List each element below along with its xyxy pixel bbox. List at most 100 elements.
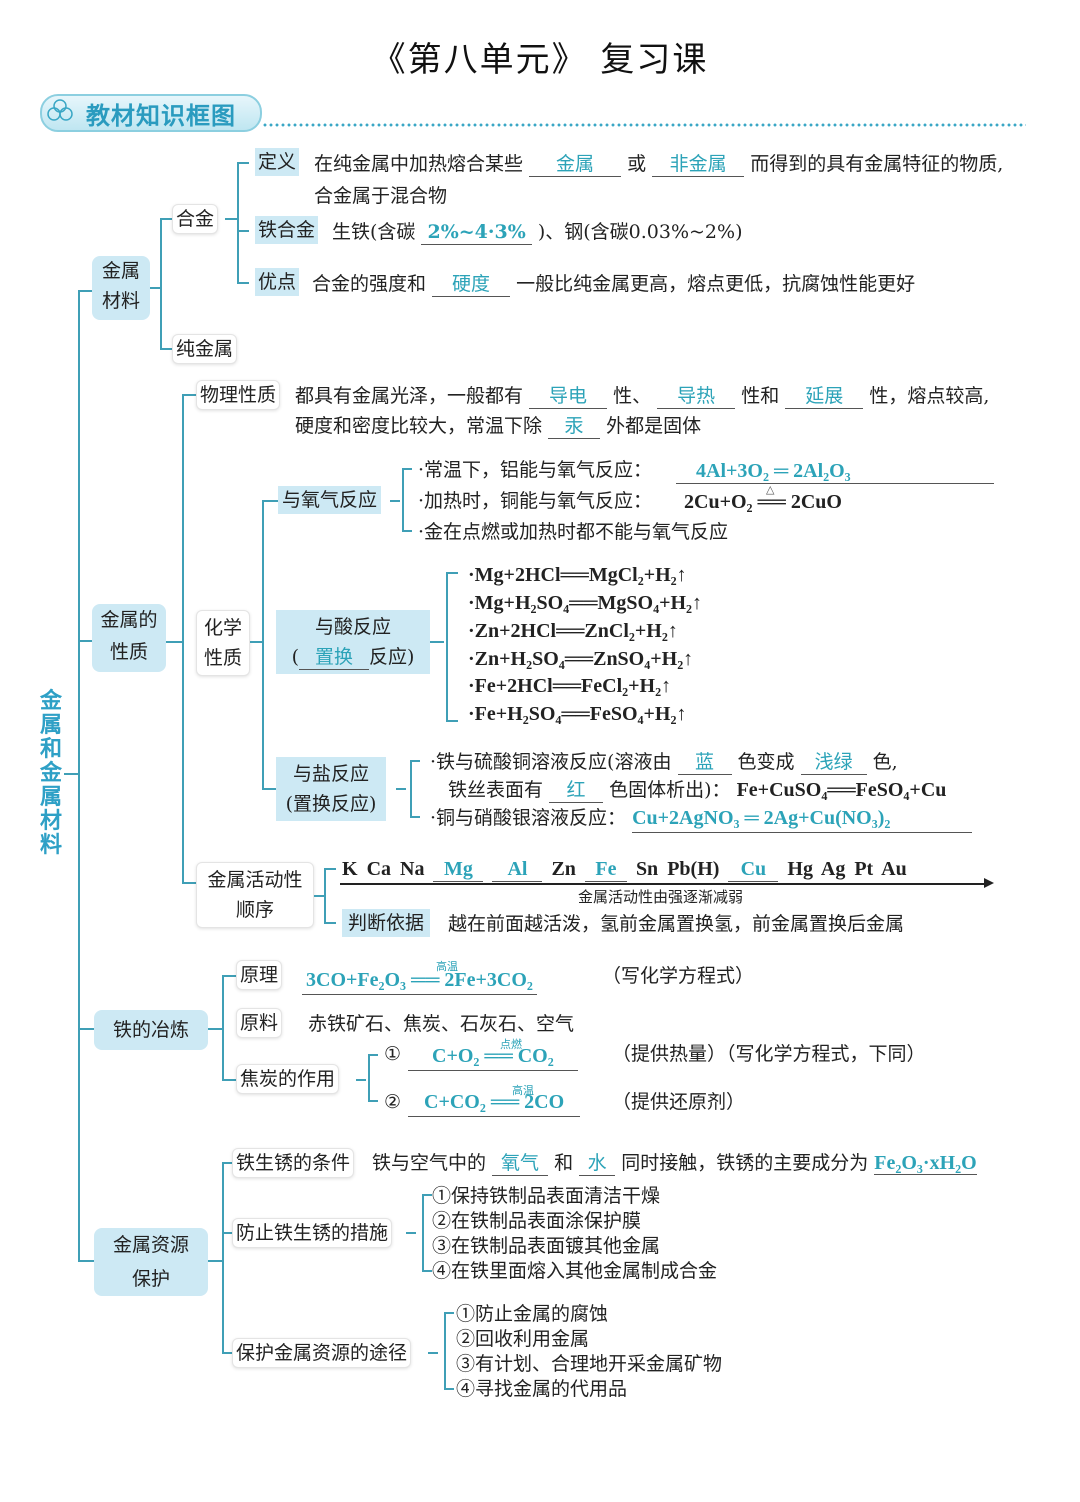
connector xyxy=(182,882,196,884)
principle-eq: 3CO+Fe₂O₃ ══ 2Fe+3CO₂ xyxy=(302,966,537,995)
bracket xyxy=(444,1312,446,1390)
ways-item: ①防止金属的腐蚀 xyxy=(456,1303,609,1325)
node-metal-materials: 金属 材料 xyxy=(92,256,150,320)
arrow-label: 金属活动性由强逐渐减弱 xyxy=(578,888,744,906)
text: ·铁与硫酸铜溶液反应(溶液由 xyxy=(430,751,672,773)
bracket xyxy=(444,1312,454,1314)
acid-eq: ·Zn+H₂SO₄══ZnSO₄+H₂↑ xyxy=(468,648,694,670)
element: Na xyxy=(400,858,425,880)
raw-materials-text: 赤铁矿石、焦炭、石灰石、空气 xyxy=(308,1013,575,1035)
connector xyxy=(160,348,172,350)
answer-formula: Fe₂O₃·xH₂O xyxy=(874,1152,977,1175)
element: K xyxy=(342,858,358,880)
node-iron-smelting: 铁的冶炼 xyxy=(94,1010,208,1050)
bracket xyxy=(402,468,404,532)
iron-alloy-text: 生铁(含碳 2%~4·3% )、钢(含碳0.03%~2%) xyxy=(332,218,743,246)
text: 铁丝表面有 xyxy=(448,779,544,801)
bracket xyxy=(368,1054,378,1056)
answer-blank: 导电 xyxy=(529,384,608,409)
text: 外都是固体 xyxy=(606,415,702,437)
element: Ag xyxy=(820,858,846,880)
element: Hg xyxy=(787,858,813,880)
rust-text: 铁与空气中的 氧气 和 水 同时接触，铁锈的主要成分为 Fe₂O₃·xH₂O xyxy=(372,1149,977,1177)
node-label: (置换反应) xyxy=(285,793,377,815)
connector xyxy=(182,394,184,882)
text: 色, xyxy=(872,751,898,773)
acid-eq: ·Zn+2HCl══ZnCl₂+H₂↑ xyxy=(468,620,678,642)
element: Sn xyxy=(635,858,659,880)
connector xyxy=(222,975,236,977)
text: 性、 xyxy=(613,385,652,407)
connector xyxy=(406,1232,416,1234)
tag-react-oxygen: 与氧气反应 xyxy=(278,486,382,514)
connector xyxy=(150,287,160,289)
coke-note-2: （提供还原剂） xyxy=(612,1091,746,1113)
node-label: 化学 xyxy=(203,617,242,639)
connector xyxy=(208,1260,222,1262)
connector xyxy=(208,1028,222,1030)
tag-rust-conditions: 铁生锈的条件 xyxy=(232,1148,355,1178)
connector xyxy=(78,290,80,1260)
node-resource-protection: 金属资源 保护 xyxy=(94,1228,208,1296)
tag-iron-alloy: 铁合金 xyxy=(255,216,319,244)
connector xyxy=(237,230,249,232)
text: 性，熔点较高, xyxy=(869,385,990,407)
node-label: 金属的 xyxy=(100,609,158,631)
answer-blank: 浅绿 xyxy=(800,750,867,775)
tag-definition: 定义 xyxy=(255,148,300,176)
answer-blank: Al xyxy=(492,857,543,882)
connector xyxy=(78,290,94,292)
connector xyxy=(262,500,278,502)
connector xyxy=(166,641,182,643)
text: ·铜与硝酸银溶液反应： xyxy=(430,807,627,829)
text: ( xyxy=(291,646,299,668)
bracket xyxy=(368,1054,370,1102)
activity-series: K Ca Na Mg Al Zn Fe Sn Pb(H) Cu Hg Ag Pt… xyxy=(342,855,907,883)
tag-protect-resources: 保护金属资源的途径 xyxy=(232,1338,412,1368)
coke-eq-1: C+O₂ ══ CO₂ xyxy=(408,1042,578,1071)
prevent-item: ③在铁制品表面镀其他金属 xyxy=(432,1235,661,1257)
connector xyxy=(314,895,324,897)
connector xyxy=(390,500,400,502)
connector xyxy=(222,1232,232,1234)
salt-line-2: 铁丝表面有 红 色固体析出)： Fe+CuSO₄══FeSO₄+Cu xyxy=(448,776,946,804)
page-title: 《第八单元》 复习课 xyxy=(371,40,709,80)
acid-eq: ·Mg+2HCl══MgCl₂+H₂↑ xyxy=(468,564,687,586)
bracket xyxy=(324,922,336,924)
text: 都具有金属光泽，一般都有 xyxy=(295,385,524,407)
answer-blank: 置换 xyxy=(299,645,369,670)
ways-item: ④寻找金属的代用品 xyxy=(456,1378,628,1400)
answer-blank: 2%~4·3% xyxy=(421,220,532,245)
answer-blank: 非金属 xyxy=(652,152,745,177)
bracket xyxy=(422,1194,424,1272)
node-metal-properties: 金属的 性质 xyxy=(92,604,166,672)
tag-raw-materials: 原料 xyxy=(236,1008,283,1038)
bracket xyxy=(446,720,458,722)
connector xyxy=(237,162,249,164)
connector xyxy=(262,500,264,788)
ways-item: ③有计划、合理地开采金属矿物 xyxy=(456,1353,723,1375)
arrow-head-icon xyxy=(984,878,994,888)
salt-line-3: ·铜与硝酸银溶液反应： Cu+2AgNO₃ ═ 2Ag+Cu(NO₃)₂ xyxy=(430,804,973,833)
root-topic: 金属和金属材料 xyxy=(39,689,62,858)
answer-blank: Mg xyxy=(433,857,484,882)
banner-label: 教材知识框图 xyxy=(86,102,236,130)
bracket xyxy=(368,1100,378,1102)
equation: Fe+CuSO₄══FeSO₄+Cu xyxy=(736,779,947,801)
text: 生铁(含碳 xyxy=(332,221,416,243)
connector xyxy=(237,162,239,282)
bracket xyxy=(410,760,420,762)
text: 合金的强度和 xyxy=(312,273,427,295)
text: 在纯金属中加热熔合某些 xyxy=(314,153,524,175)
text: 同时接触，铁锈的主要成分为 xyxy=(621,1152,869,1174)
connector xyxy=(78,1260,94,1262)
answer-blank: 导热 xyxy=(657,384,736,409)
connector xyxy=(430,641,444,643)
bracket xyxy=(446,572,448,722)
text: 一般比纯金属更高，熔点更低，抗腐蚀性能更好 xyxy=(516,273,916,295)
dotted-divider xyxy=(262,123,1026,127)
connector xyxy=(222,1162,232,1164)
node-label: 与酸反应 xyxy=(314,616,391,638)
element: Zn xyxy=(551,858,576,880)
tag-basis: 判断依据 xyxy=(342,909,431,937)
